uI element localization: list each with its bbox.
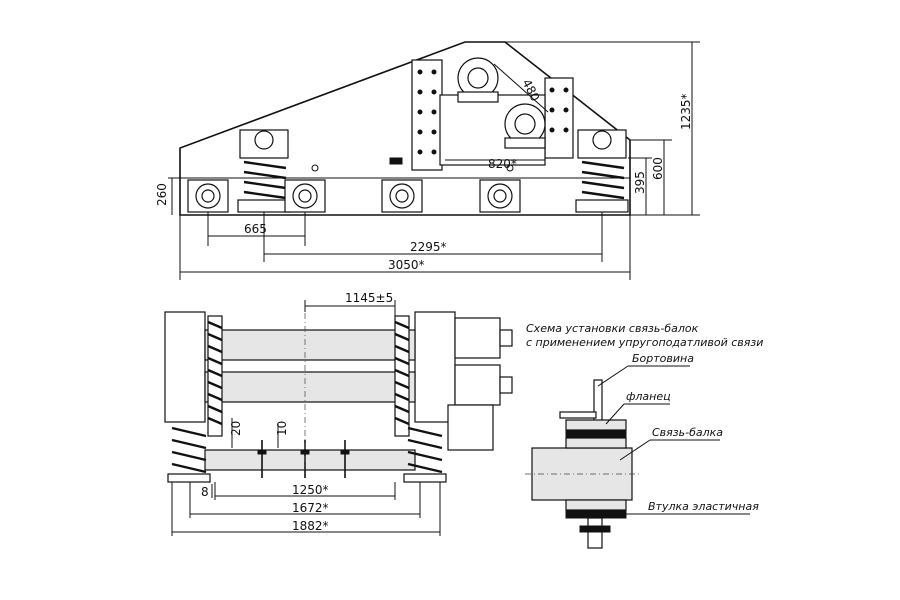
detail-bolt-nut (579, 525, 611, 533)
label-bortovina: Бортовина (632, 352, 694, 365)
front-dimension-lines (171, 300, 441, 536)
beam-flanges (187, 179, 521, 213)
dim-395: 395 (633, 171, 647, 194)
small-hole-1 (311, 164, 319, 172)
side-dimension-lines (168, 41, 700, 280)
detail-view: Схема установки связь-балок с применение… (525, 322, 763, 549)
vibrator-upper (457, 57, 499, 103)
dim-1235: 1235* (679, 93, 693, 130)
detail-leaders (597, 365, 750, 515)
left-side-box (164, 311, 206, 423)
front-left-spring (167, 426, 211, 483)
detail-title-line2: с применением упругоподатливой связи (526, 336, 763, 349)
right-spring-assembly (575, 129, 629, 213)
flange-1 (187, 179, 229, 213)
front-right-spring (403, 426, 447, 483)
marker-plate (389, 157, 403, 165)
right-flange-column (394, 315, 410, 437)
side-plate-right (544, 77, 574, 159)
detail-flange-lower (565, 437, 627, 449)
flange-4 (479, 179, 521, 213)
side-plate-left (411, 59, 443, 171)
right-side-box (414, 311, 456, 423)
detail-title-line1: Схема установки связь-балок (526, 322, 699, 335)
detail-flange (565, 419, 627, 431)
dim-20: 20 (229, 421, 243, 436)
side-view: 1235* 600 395 260 480 820* 665 2295* 305… (155, 41, 700, 280)
shaft-lower (204, 449, 416, 471)
dim-10: 10 (275, 421, 289, 436)
front-motors (447, 317, 513, 451)
vibrator-lower (504, 103, 546, 149)
dim-665: 665 (244, 222, 267, 236)
left-spring-assembly (237, 129, 291, 213)
dim-2295: 2295* (410, 240, 447, 254)
dim-1882: 1882* (292, 519, 329, 533)
dim-260: 260 (155, 183, 169, 206)
dim-600: 600 (651, 157, 665, 180)
detail-flange-pad (565, 429, 627, 439)
dim-480-line (493, 63, 549, 113)
small-hole-2 (506, 164, 514, 172)
front-view: 1145±5 20 10 8 1250* 1672* 1882* (164, 291, 513, 536)
shaft-upper (204, 329, 416, 361)
label-vtulka: Втулка эластичная (648, 500, 759, 513)
dim-3050: 3050* (388, 258, 425, 272)
dim-8: 8 (201, 485, 209, 499)
label-flanets: фланец (626, 390, 671, 403)
flange-2 (284, 179, 326, 213)
dim-820: 820* (488, 157, 517, 171)
detail-rim-plate (559, 411, 597, 419)
dim-1145: 1145±5 (345, 291, 393, 305)
left-flange-column (207, 315, 223, 437)
detail-bottom-flange (565, 499, 627, 511)
detail-bolt (587, 517, 603, 549)
dim-1250: 1250* (292, 483, 329, 497)
plate-bolt-holes (417, 69, 569, 155)
flange-3 (381, 179, 423, 213)
dim-1672: 1672* (292, 501, 329, 515)
label-svyaz-balka: Связь-балка (652, 426, 723, 439)
shaft-middle (204, 371, 416, 403)
